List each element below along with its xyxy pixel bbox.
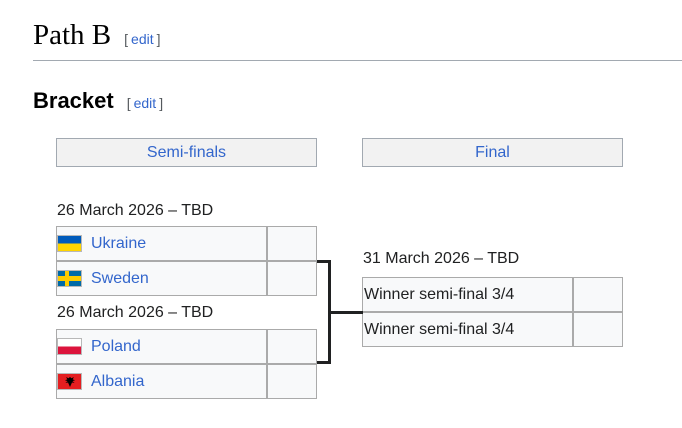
edit-close-bracket: ] [156,31,161,47]
team-cell-winner-sf2: Winner semi-final 3/4 [362,312,573,347]
connector-vertical-line [328,260,331,364]
score-cell [267,226,317,261]
section-editsection: [edit] [124,31,160,47]
sweden-flag-icon [57,270,82,287]
team-link-poland[interactable]: Poland [91,337,141,355]
final-table: Winner semi-final 3/4 Winner semi-final … [362,277,623,347]
semifinal2-table: Poland Albania [56,329,317,399]
round-header-final[interactable]: Final [362,138,623,167]
page-section-title: Path B [33,19,112,51]
score-cell [267,364,317,399]
team-row: Winner semi-final 3/4 [362,312,623,347]
connector-semifinal2-stub [317,361,331,364]
section-heading-row: Path B [edit] [33,18,161,52]
connector-final-stub [330,311,363,314]
score-cell [267,261,317,296]
team-cell-sweden: Sweden [56,261,267,296]
heading-divider [33,60,682,61]
bracket-editsection: [edit] [127,95,163,111]
team-cell-poland: Poland [56,329,267,364]
edit-close-bracket: ] [159,95,164,111]
team-row: Albania [56,364,317,399]
score-cell [573,312,623,347]
score-cell [267,329,317,364]
albania-eagle-icon [64,376,75,387]
team-row: Poland [56,329,317,364]
team-link-albania[interactable]: Albania [91,372,145,390]
section-edit-link[interactable]: edit [131,31,154,47]
poland-flag-icon [57,338,82,355]
bracket-heading-row: Bracket [edit] [33,88,163,114]
match-date-final: 31 March 2026 – TBD [363,250,520,267]
connector-semifinal1-stub [317,260,331,263]
team-row: Ukraine [56,226,317,261]
winner-placeholder: Winner semi-final 3/4 [364,320,515,338]
ukraine-flag-icon [57,235,82,252]
score-cell [573,277,623,312]
team-cell-winner-sf1: Winner semi-final 3/4 [362,277,573,312]
team-link-sweden[interactable]: Sweden [91,269,149,287]
edit-open-bracket: [ [124,31,129,47]
round-header-semifinals[interactable]: Semi-finals [56,138,317,167]
team-cell-ukraine: Ukraine [56,226,267,261]
match-date-semifinal1: 26 March 2026 – TBD [57,202,214,219]
team-cell-albania: Albania [56,364,267,399]
match-date-semifinal2: 26 March 2026 – TBD [57,304,214,321]
semifinal1-table: Ukraine Sweden [56,226,317,296]
winner-placeholder: Winner semi-final 3/4 [364,285,515,303]
edit-open-bracket: [ [126,95,131,111]
albania-flag-icon [57,373,82,390]
bracket-heading: Bracket [33,88,114,113]
team-row: Winner semi-final 3/4 [362,277,623,312]
team-row: Sweden [56,261,317,296]
team-link-ukraine[interactable]: Ukraine [91,234,147,252]
bracket-edit-link[interactable]: edit [133,95,157,111]
